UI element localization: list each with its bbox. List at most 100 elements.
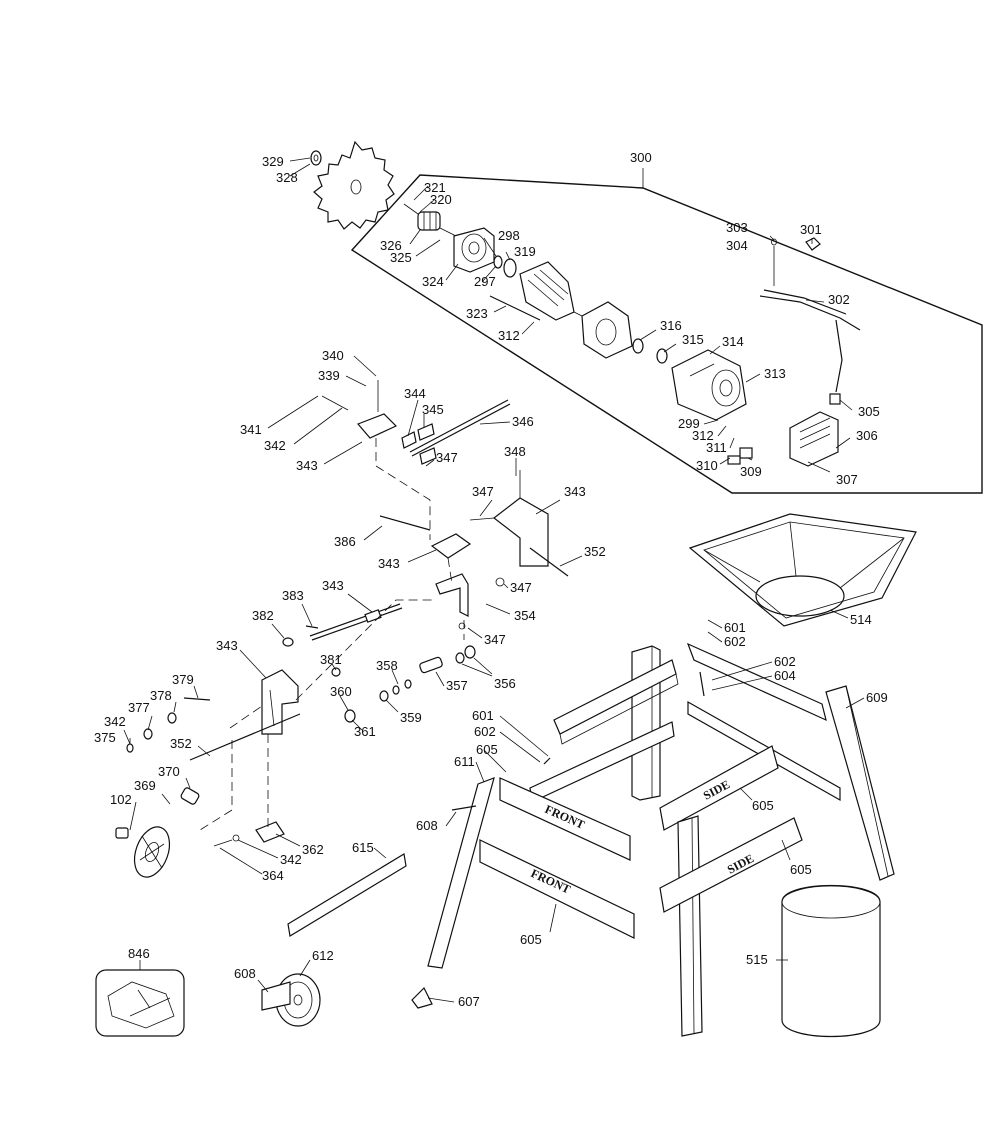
callout-312-upper: 312 [498,328,520,343]
callout-316: 316 [660,318,682,333]
callout-347-angle: 347 [510,580,532,595]
mid-plate [430,533,472,559]
bearing-washers [493,255,517,278]
callout-299: 299 [678,416,700,431]
callout-343-upper: 343 [296,458,318,473]
lower-bracket [261,669,299,735]
callout-605-front-lower: 605 [520,932,542,947]
saw-blade [313,140,395,230]
upper-bracket [321,380,398,439]
brush-assembly [727,447,753,465]
lock-bracket [213,821,285,847]
callout-324: 324 [422,274,444,289]
callout-301: 301 [800,222,822,237]
link-rod [379,515,431,531]
callout-310: 310 [696,458,718,473]
callout-342-lower: 342 [280,852,302,867]
callout-303: 303 [726,220,748,235]
gear-case [453,227,495,273]
callout-321: 321 [424,180,446,195]
callout-383: 383 [282,588,304,603]
stand-leg-front-right [677,815,703,1037]
callout-325: 325 [390,250,412,265]
callout-304: 304 [726,238,748,253]
callout-343-lower: 343 [216,638,238,653]
callout-612: 612 [312,948,334,963]
callout-602-upper: 602 [724,634,746,649]
callout-611: 611 [454,754,475,769]
brace-615 [287,853,407,937]
callout-343-shaft: 343 [322,578,344,593]
callout-341: 341 [240,422,262,437]
bracket-clip [401,423,437,465]
callout-342-mid: 342 [104,714,126,729]
callout-609: 609 [866,690,888,705]
callout-314: 314 [722,334,744,349]
callout-343-right: 343 [564,484,586,499]
callout-605-side-upper: 605 [752,798,774,813]
callout-307: 307 [836,472,858,487]
wheel-assembly [261,973,321,1027]
callout-386: 386 [334,534,356,549]
callout-313: 313 [764,366,786,381]
callout-608-wheel: 608 [234,966,256,981]
callout-329: 329 [262,154,284,169]
callout-605-upper: 605 [476,742,498,757]
front-rail-upper: FRONT [499,777,631,861]
callout-342-upper: 342 [264,438,286,453]
stand-rail-upper-left [553,659,679,745]
callout-346: 346 [512,414,534,429]
side-rail-lower: SIDE [659,817,803,913]
callout-312-lower: 312 [692,428,714,443]
callout-362: 362 [302,842,324,857]
callout-605-side-lower: 605 [790,862,812,877]
callout-379: 379 [172,672,194,687]
callout-302: 302 [828,292,850,307]
callout-607: 607 [458,994,480,1009]
motor-assembly-group [350,168,983,494]
worm-gear-parts [282,625,476,723]
callout-343-mid: 343 [378,556,400,571]
callout-348: 348 [504,444,526,459]
stand-leg-right [825,685,895,881]
callout-319: 319 [514,244,536,259]
blade-washer [310,150,322,166]
handwheel [115,826,171,878]
callout-311: 311 [706,440,727,455]
side-rail-upper: SIDE [659,745,779,831]
callout-305: 305 [858,404,880,419]
callout-370: 370 [158,764,180,779]
spindle-gear [403,203,457,237]
callout-326: 326 [380,238,402,253]
callout-315: 315 [682,332,704,347]
stand-leg-front-left [427,777,495,969]
motor-housing-washers [632,338,668,364]
leader-lines [123,157,865,1003]
callout-345: 345 [422,402,444,417]
power-cord [759,237,861,405]
angle-bracket [435,573,505,630]
hardware-bag [95,969,185,1037]
callout-340: 340 [322,348,344,363]
motor-housing [671,349,747,421]
callout-347-lower: 347 [484,632,506,647]
callout-320: 320 [430,192,452,207]
callout-381: 381 [320,652,342,667]
callout-369: 369 [134,778,156,793]
callout-615: 615 [352,840,374,855]
callout-382: 382 [252,608,274,623]
callout-377: 377 [128,700,150,715]
callout-347-upper: 347 [436,450,458,465]
callout-846: 846 [128,946,150,961]
callout-306: 306 [856,428,878,443]
leg-screw [451,671,705,811]
callout-numbers: 300 329 328 321 320 326 325 298 319 297 … [94,150,888,1009]
armature [519,261,595,323]
callout-298: 298 [498,228,520,243]
alignment-dashed-lines [199,438,465,831]
callout-356: 356 [494,676,516,691]
callout-361: 361 [354,724,376,739]
callout-323: 323 [466,306,488,321]
callout-360: 360 [330,684,352,699]
